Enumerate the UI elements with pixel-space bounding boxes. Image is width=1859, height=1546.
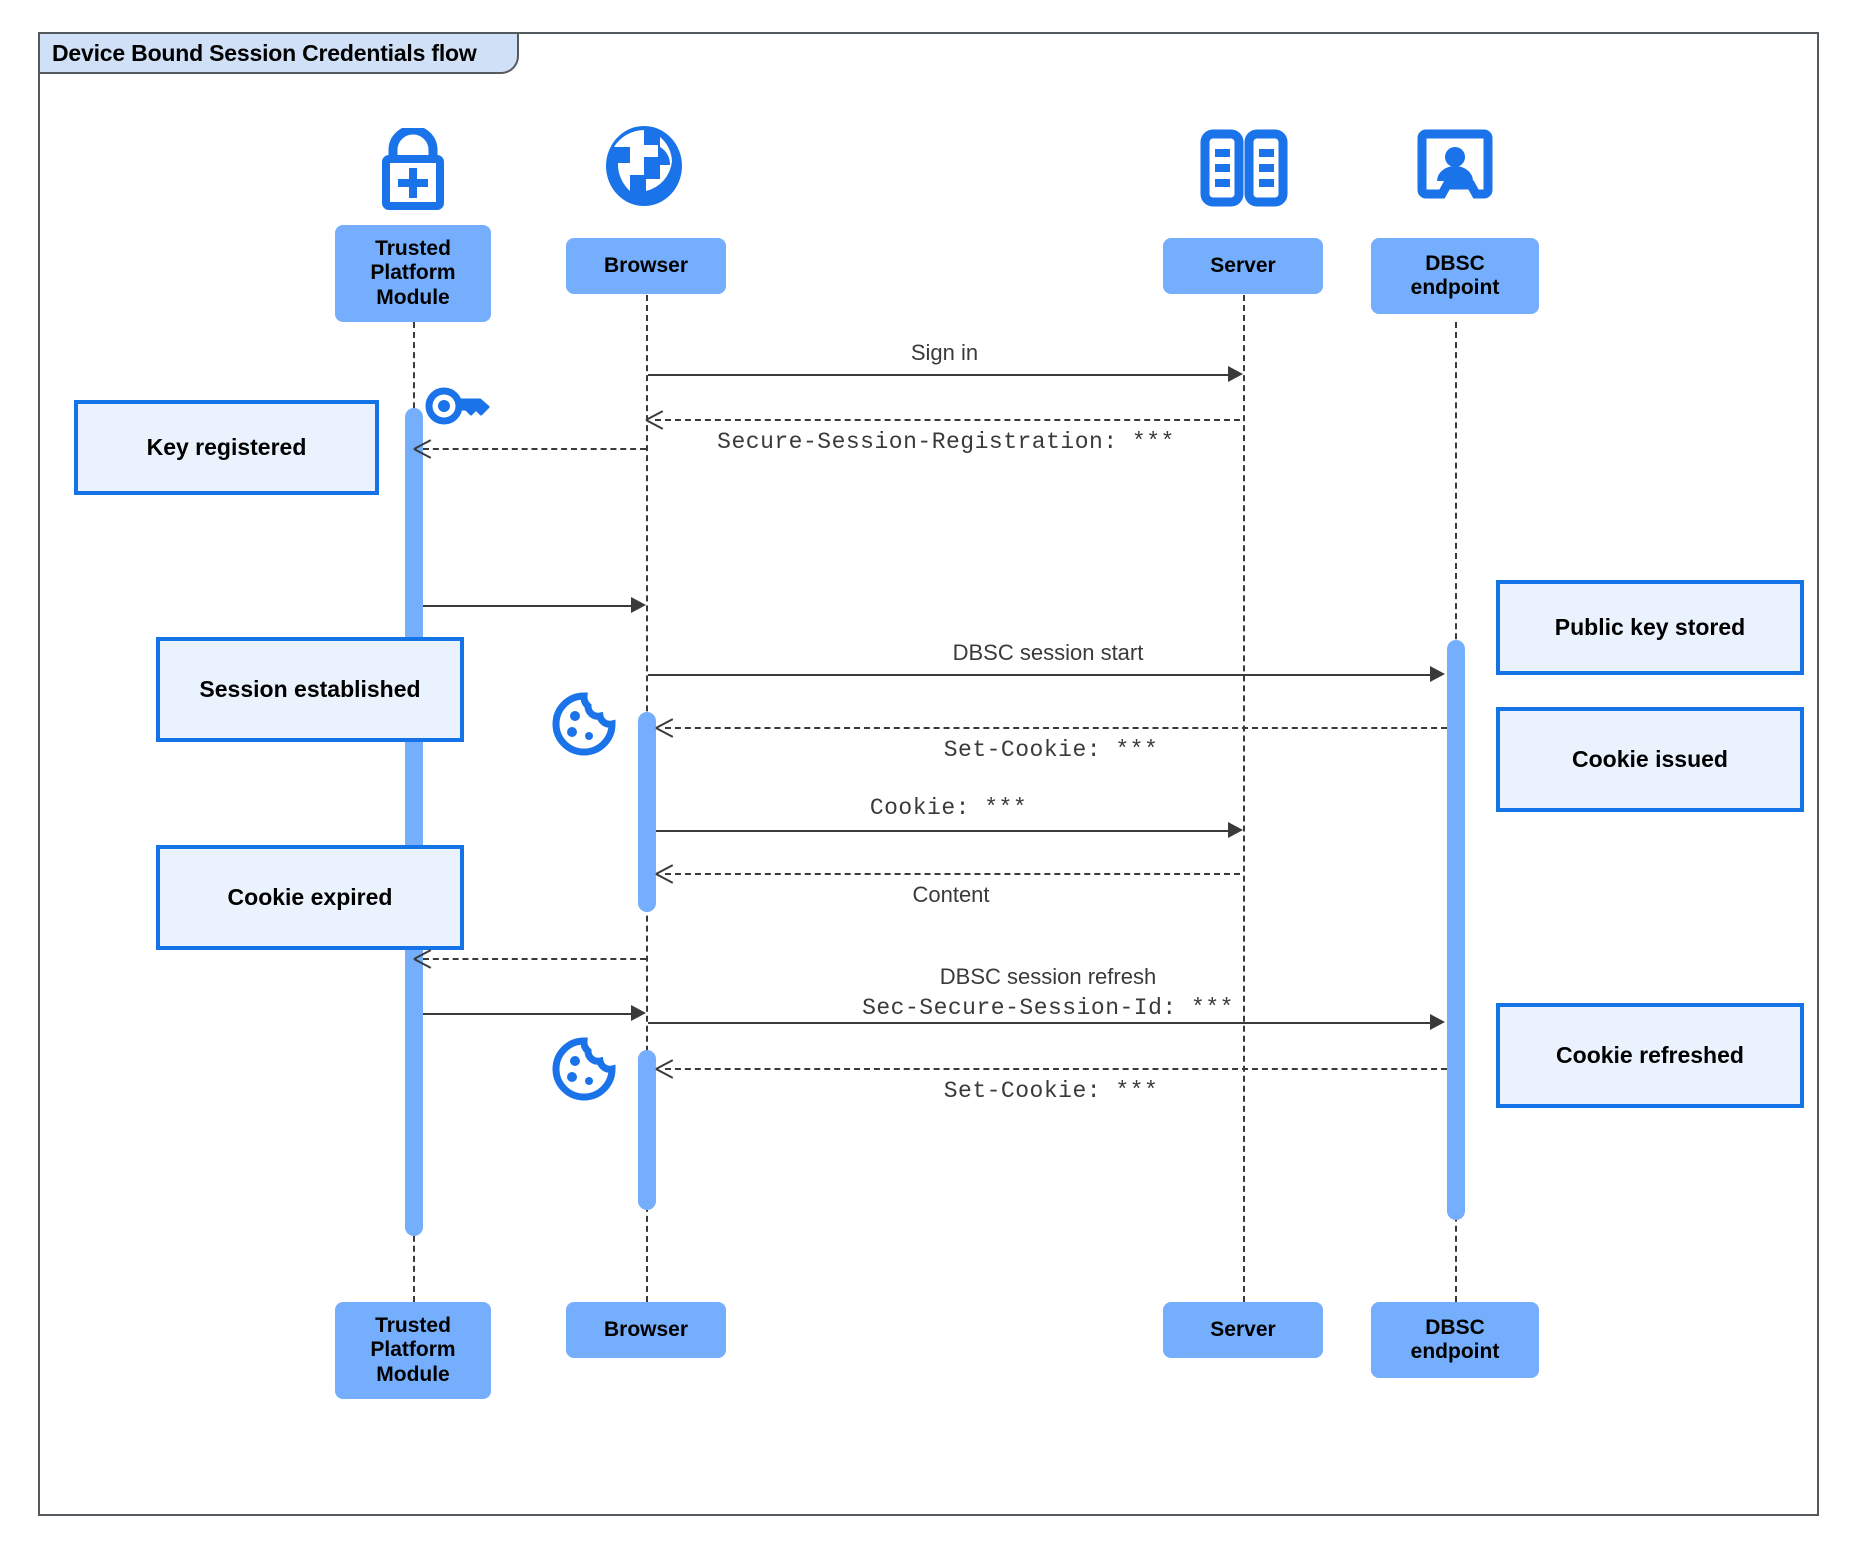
note-session-established-line2: established [294, 675, 421, 702]
note-cookie-issued-line2: issued [1655, 745, 1728, 772]
message-arrowhead-set-cookie-1 [656, 718, 674, 736]
participant-browser-bottom[interactable]: Browser [566, 1302, 726, 1358]
note-cookie-expired: Cookie expired [156, 845, 464, 950]
message-label-set-cookie-2: Set-Cookie: *** [943, 1078, 1159, 1104]
activation-browser-1 [638, 712, 656, 912]
message-line-browser-to-tpm-expired [423, 958, 646, 960]
participant-tpm-line2: Platform [370, 261, 456, 285]
message-label-content: Content [912, 882, 990, 907]
note-cookie-expired-line1: Cookie [227, 883, 305, 910]
diagram-title: Device Bound Session Credentials flow [52, 39, 477, 66]
message-line-cookie [656, 830, 1236, 832]
activation-browser-2 [638, 1050, 656, 1210]
message-line-tpm-register-response [423, 448, 646, 450]
participant-dbsc-bottom-line2: endpoint [1410, 1340, 1500, 1363]
message-label-sec-secure-session-id: Sec-Secure-Session-Id: *** [862, 995, 1234, 1021]
note-public-key-stored-text: Public key stored [1554, 613, 1746, 640]
server-racks-icon [1197, 128, 1291, 215]
participant-tpm-bottom-line3: Module [376, 1362, 450, 1386]
participant-server-bottom-label: Server [1210, 1317, 1276, 1341]
participant-dbsc-bottom[interactable]: DBSC endpoint [1371, 1302, 1539, 1378]
message-label-cookie: Cookie: *** [869, 795, 1028, 821]
participant-tpm-bottom-line1: Trusted [375, 1314, 451, 1338]
message-line-sec-secure-session-id [648, 1022, 1432, 1024]
message-arrowhead-sign-in [1228, 366, 1243, 382]
participant-browser-bottom-label: Browser [603, 1317, 689, 1341]
message-arrowhead-content [656, 864, 674, 882]
note-session-established-line1: Session [199, 675, 288, 702]
cookie-icon-1 [548, 690, 620, 763]
participant-server-top[interactable]: Server [1163, 238, 1323, 294]
message-arrowhead-set-cookie-2 [656, 1059, 674, 1077]
key-icon [425, 382, 497, 435]
note-cookie-refreshed-line1: Cookie [1556, 1041, 1633, 1068]
participant-dbsc-line1: DBSC [1425, 251, 1485, 275]
note-public-key-stored: Public key stored [1496, 580, 1804, 675]
participant-tpm-bottom-line2: Platform [370, 1338, 456, 1362]
note-session-established: Session established [156, 637, 464, 742]
message-label-sign-in: Sign in [910, 340, 979, 365]
message-arrowhead-cookie [1228, 822, 1243, 838]
lifeline-server [1243, 275, 1245, 1302]
note-cookie-issued-line1: Cookie [1572, 745, 1649, 772]
participant-server-label: Server [1210, 253, 1276, 277]
message-label-set-cookie-1: Set-Cookie: *** [943, 737, 1159, 763]
message-line-set-cookie-2 [665, 1068, 1447, 1070]
note-cookie-refreshed-line2: refreshed [1639, 1041, 1744, 1068]
participant-tpm-line3: Module [376, 285, 450, 309]
message-line-dbsc-session-start [648, 674, 1432, 676]
participant-tpm-line1: Trusted [375, 237, 451, 261]
cookie-icon-2 [548, 1035, 620, 1108]
id-badge-icon [1414, 126, 1496, 213]
participant-server-bottom[interactable]: Server [1163, 1302, 1323, 1358]
participant-browser-label: Browser [603, 253, 689, 277]
participant-browser-top[interactable]: Browser [566, 238, 726, 294]
message-line-content [665, 873, 1240, 875]
activation-tpm [405, 408, 423, 1236]
note-cookie-issued: Cookie issued [1496, 707, 1804, 812]
message-arrowhead-secure-session-registration [646, 410, 664, 428]
message-arrowhead-dbsc-session-start [1430, 666, 1445, 682]
message-line-set-cookie-1 [665, 727, 1447, 729]
message-line-secure-session-registration [655, 419, 1240, 421]
participant-dbsc-line2: endpoint [1410, 276, 1500, 299]
diagram-frame [38, 32, 1819, 1516]
lock-plus-icon [367, 125, 459, 215]
message-line-sign-in [648, 374, 1236, 376]
participant-tpm-top[interactable]: Trusted Platform Module [335, 225, 491, 322]
participant-dbsc-bottom-line1: DBSC [1425, 1315, 1485, 1339]
message-arrowhead-tpm-key-to-browser [631, 597, 646, 613]
note-key-registered-text: Key registered [146, 433, 307, 460]
note-cookie-refreshed: Cookie refreshed [1496, 1003, 1804, 1108]
participant-tpm-bottom[interactable]: Trusted Platform Module [335, 1302, 491, 1399]
message-arrowhead-tpm-sign [631, 1005, 646, 1021]
message-label-dbsc-session-refresh: DBSC session refresh [939, 964, 1157, 989]
message-arrowhead-tpm-register-response [414, 439, 432, 457]
message-line-tpm-sign [423, 1013, 638, 1015]
message-arrowhead-sec-secure-session-id [1430, 1014, 1445, 1030]
globe-icon [598, 125, 690, 212]
message-label-secure-session-registration: Secure-Session-Registration: *** [717, 429, 1175, 455]
diagram-frame-tab: Device Bound Session Credentials flow [38, 32, 519, 74]
message-arrowhead-browser-to-tpm-expired [414, 949, 432, 967]
activation-dbsc [1447, 640, 1465, 1220]
note-key-registered: Key registered [74, 400, 379, 495]
message-label-dbsc-session-start: DBSC session start [952, 640, 1144, 665]
note-cookie-expired-line2: expired [310, 883, 393, 910]
message-line-tpm-key-to-browser [423, 605, 638, 607]
participant-dbsc-top[interactable]: DBSC endpoint [1371, 238, 1539, 314]
